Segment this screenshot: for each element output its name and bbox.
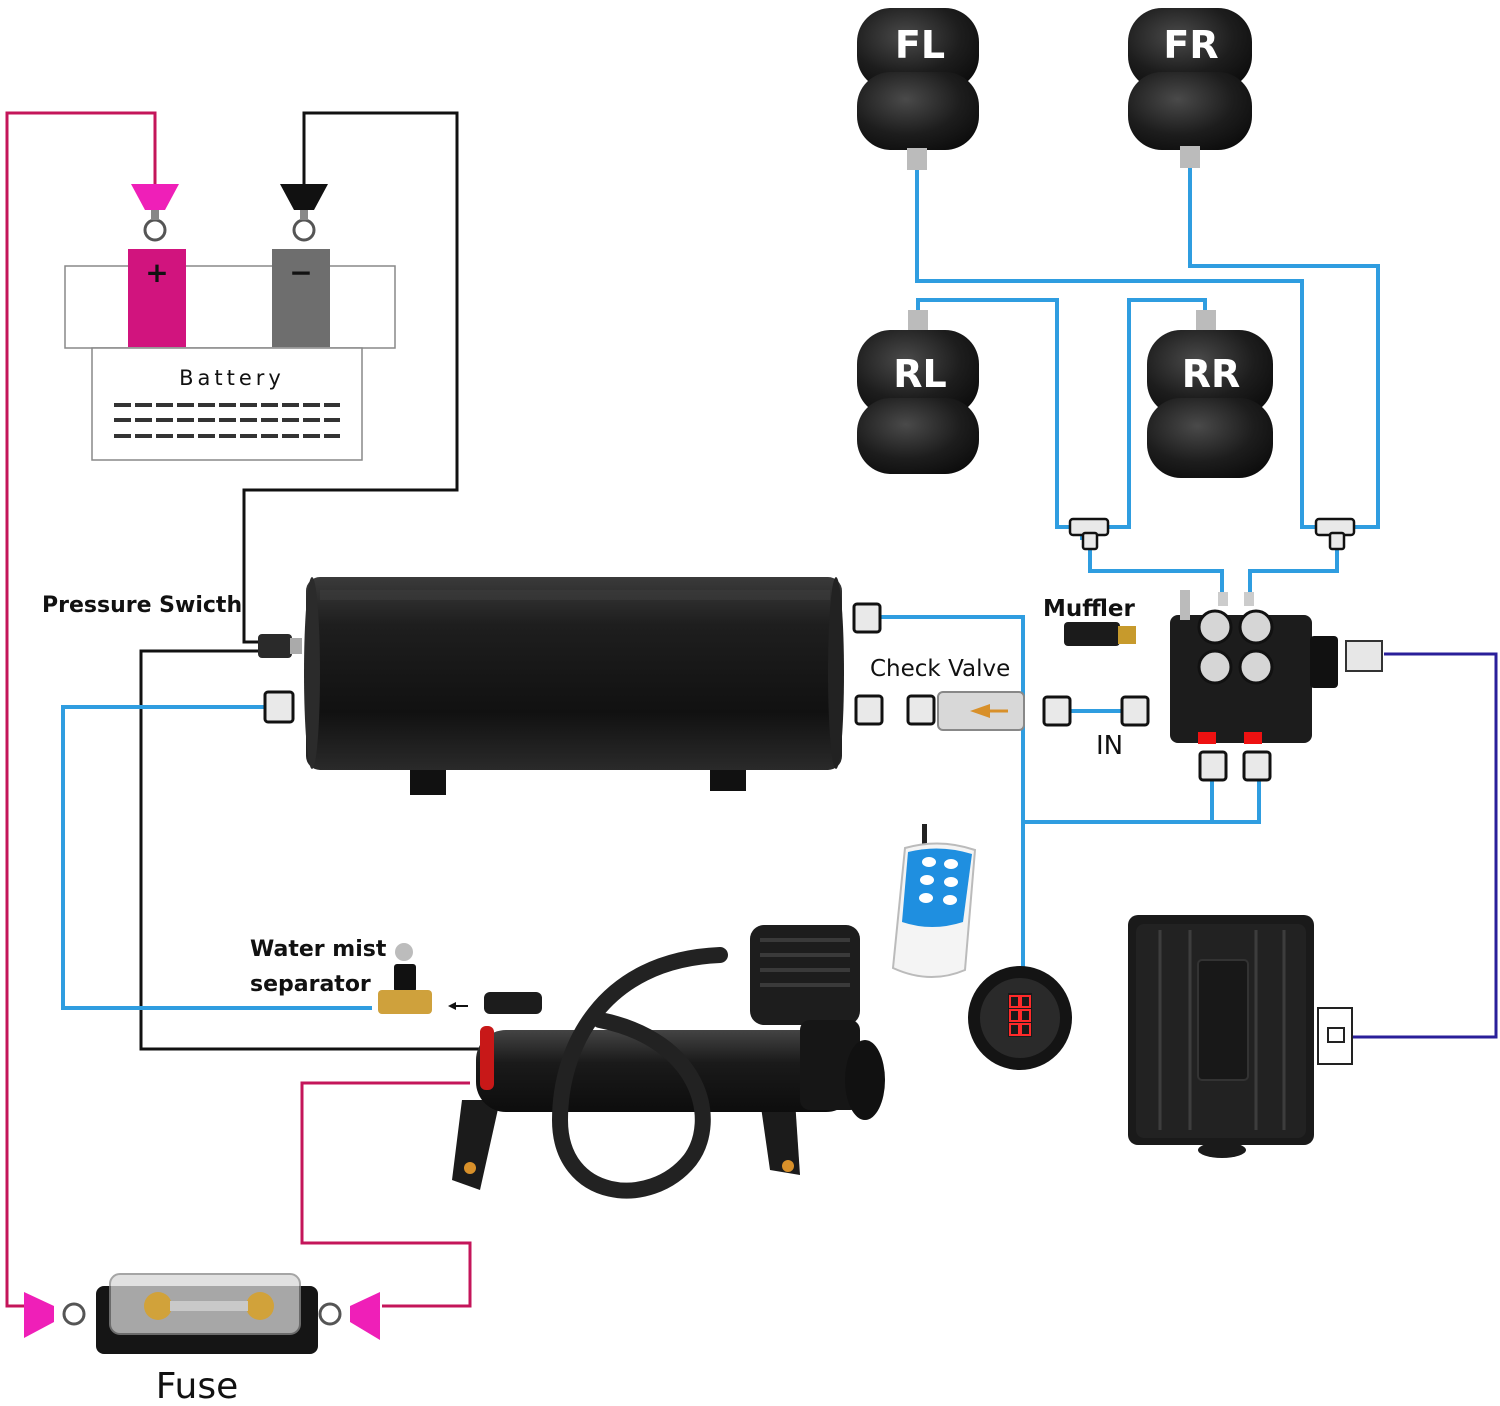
pressure-switch-icon <box>258 634 302 658</box>
inlet-label: IN <box>1096 731 1123 761</box>
air-bag-rr: RR <box>1147 310 1273 478</box>
water-mist-label-line2: separator <box>250 972 371 997</box>
tee-fittings <box>1068 517 1356 551</box>
fuse-holder-icon <box>96 1273 318 1354</box>
battery-label: Battery <box>179 366 285 390</box>
water-mist-separator-icon <box>378 943 468 1014</box>
valve-manifold-icon <box>1170 590 1383 782</box>
digital-gauge-icon <box>968 966 1072 1070</box>
air-bag-label-fl: FL <box>895 23 945 67</box>
air-tank-icon <box>304 577 844 795</box>
positive-wire <box>5 111 472 1308</box>
control-box-icon <box>1128 915 1353 1158</box>
air-bag-fl: FL <box>857 8 979 170</box>
muffler-icon <box>1064 622 1136 646</box>
negative-wire <box>139 111 480 1051</box>
battery-plus-sign: + <box>145 256 168 289</box>
pressure-switch-label: Pressure Swicth <box>42 593 242 618</box>
air-lines <box>61 168 1380 1010</box>
water-mist-label-line1: Water mist <box>250 937 387 962</box>
air-bag-label-fr: FR <box>1163 23 1218 67</box>
check-valve-label: Check Valve <box>870 656 1010 682</box>
fuse-right-ring-terminal-icon <box>318 1292 380 1340</box>
air-bag-label-rr: RR <box>1182 352 1241 396</box>
air-bag-fr: FR <box>1128 8 1252 168</box>
air-bag-label-rl: RL <box>893 352 946 396</box>
battery-minus-sign: − <box>289 256 312 289</box>
battery: + − Battery <box>64 249 396 461</box>
check-valve-icon <box>906 691 1150 731</box>
negative-ring-terminal-icon <box>280 184 328 242</box>
muffler-label: Muffler <box>1043 596 1136 622</box>
positive-terminal <box>128 249 186 347</box>
signal-wire <box>1352 652 1498 1039</box>
air-bag-rl: RL <box>857 310 979 474</box>
positive-ring-terminal-icon <box>131 184 179 242</box>
fuse-left-ring-terminal-icon <box>24 1292 86 1338</box>
remote-control-icon <box>891 824 977 979</box>
battery-cell-lines <box>114 403 340 438</box>
negative-terminal <box>272 249 330 347</box>
fuse-label: Fuse <box>156 1366 238 1406</box>
air-compressor-icon <box>452 925 885 1199</box>
tank-fittings <box>263 602 884 726</box>
